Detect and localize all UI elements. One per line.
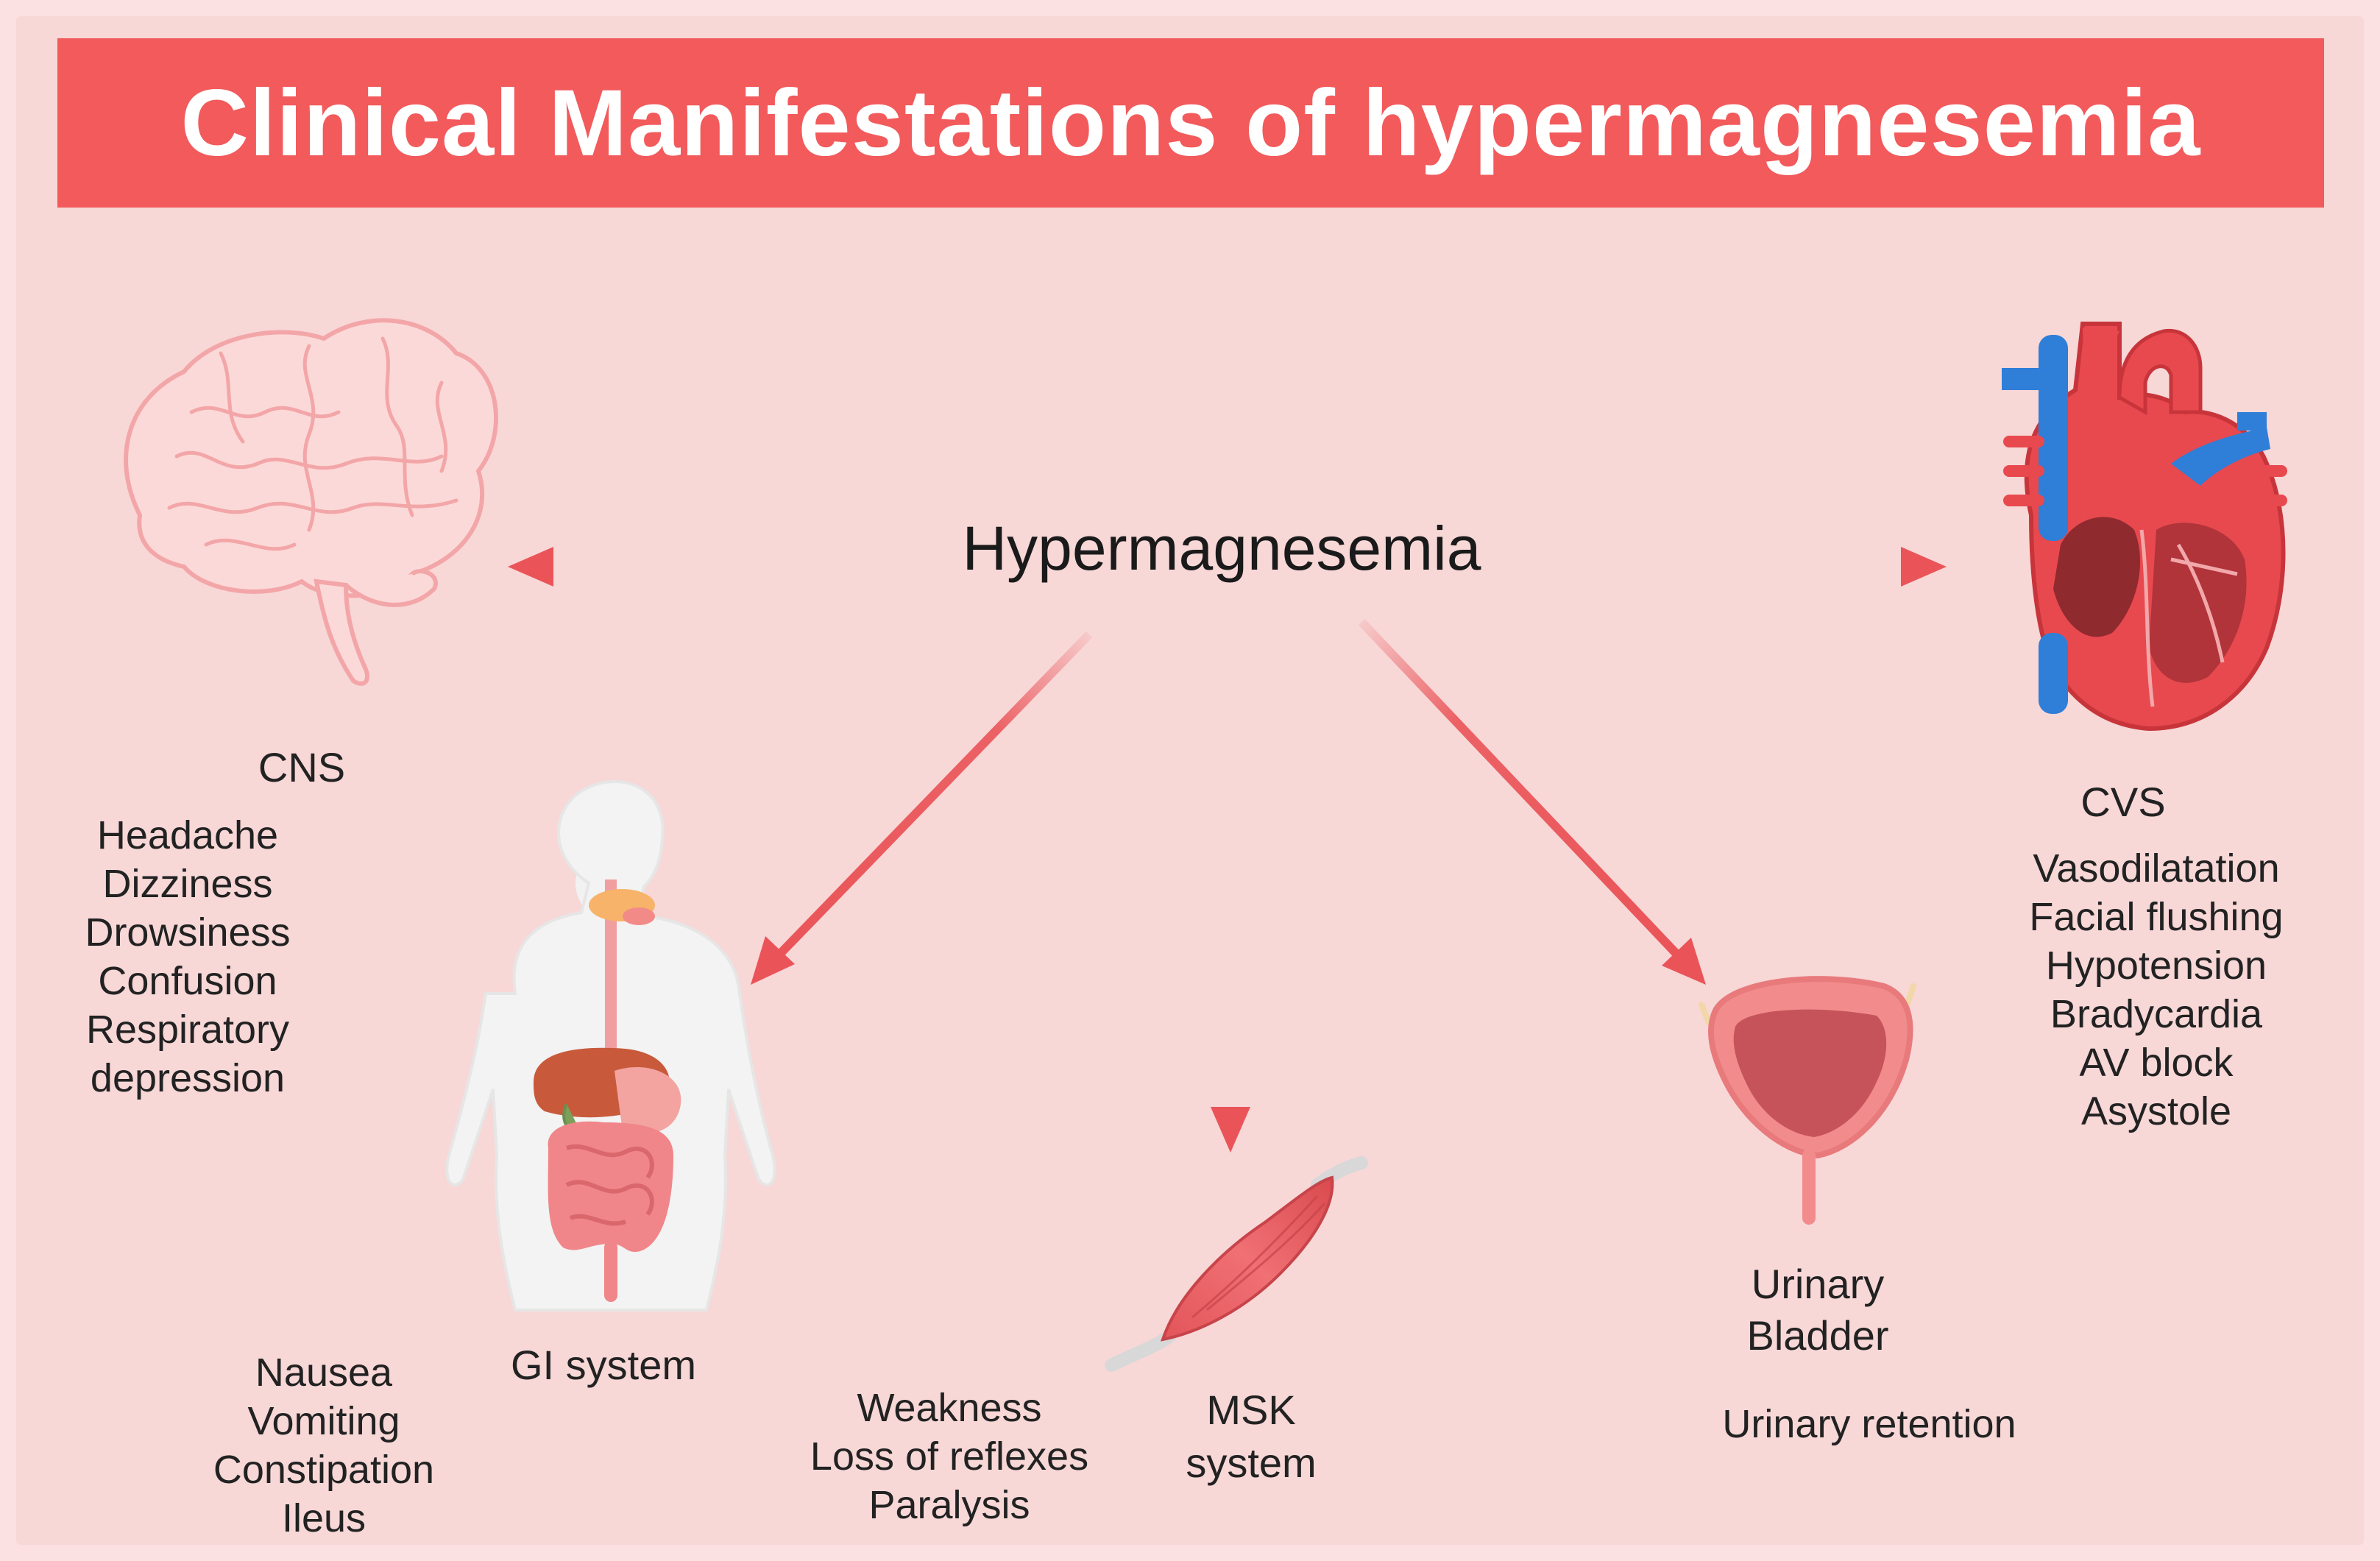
msk-symptoms: Weakness Loss of reflexes Paralysis xyxy=(780,1384,1119,1529)
symptom-item: Headache xyxy=(96,813,279,857)
symptom-item: AV block xyxy=(2079,1041,2234,1085)
center-label: Hypermagnesemia xyxy=(962,514,1481,583)
urinary-label-line: Urinary xyxy=(1751,1261,1885,1307)
brain-icon xyxy=(124,318,498,686)
title-banner: Clinical Manifestations of hypermagnesem… xyxy=(57,38,2324,208)
symptom-item: Hypotension xyxy=(2045,944,2267,988)
symptom-item: Dizziness xyxy=(102,862,273,906)
urinary-symptoms: Urinary retention xyxy=(1663,1400,2075,1448)
cvs-label: CVS xyxy=(2080,779,2166,825)
symptom-item: Drowsiness xyxy=(85,910,291,955)
arrow-to-cns xyxy=(508,547,942,587)
symptom-item: Respiratory xyxy=(85,1008,290,1052)
cns-symptoms: Headache Dizziness Drowsiness Confusion … xyxy=(44,811,331,1102)
msk-label: MSK system xyxy=(1148,1384,1354,1490)
symptom-item: Paralysis xyxy=(868,1483,1030,1527)
arrow-to-cvs xyxy=(1509,547,1947,587)
symptom-item: Vomiting xyxy=(247,1399,400,1443)
symptom-item: Urinary retention xyxy=(1722,1402,2016,1446)
urinary-label: Urinary Bladder xyxy=(1707,1259,1928,1362)
symptom-item: Constipation xyxy=(213,1448,435,1492)
symptom-item: Asystole xyxy=(2080,1089,2232,1133)
symptom-item: depression xyxy=(90,1056,286,1100)
symptom-item: Facial flushing xyxy=(2029,895,2284,939)
gi-symptoms: Nausea Vomiting Constipation Ileus xyxy=(177,1348,471,1543)
gi-label: GI system xyxy=(510,1342,697,1388)
arrow-to-urinary xyxy=(1358,618,1706,985)
symptom-item: Vasodilatation xyxy=(2033,846,2280,891)
symptom-item: Ileus xyxy=(281,1496,366,1540)
symptom-item: Loss of reflexes xyxy=(810,1434,1089,1479)
arrow-to-gi xyxy=(751,631,1093,985)
symptom-item: Nausea xyxy=(255,1351,393,1395)
heart-icon xyxy=(2002,322,2287,732)
muscle-icon xyxy=(1105,1156,1368,1372)
urinary-label-line: Bladder xyxy=(1746,1312,1889,1359)
symptom-item: Bradycardia xyxy=(2050,992,2263,1036)
symptom-item: Confusion xyxy=(98,959,277,1003)
msk-label-line: system xyxy=(1186,1440,1317,1486)
cvs-symptoms: Vasodilatation Facial flushing Hypotensi… xyxy=(1987,844,2326,1136)
diagram-title: Clinical Manifestations of hypermagnesem… xyxy=(180,70,2201,176)
bladder-icon xyxy=(1699,976,1916,1225)
arrow-to-msk xyxy=(1211,598,1250,1153)
digestive-system-icon xyxy=(445,779,776,1312)
cns-label: CNS xyxy=(258,744,346,790)
symptom-item: Weakness xyxy=(857,1386,1042,1430)
msk-label-line: MSK xyxy=(1206,1387,1296,1433)
